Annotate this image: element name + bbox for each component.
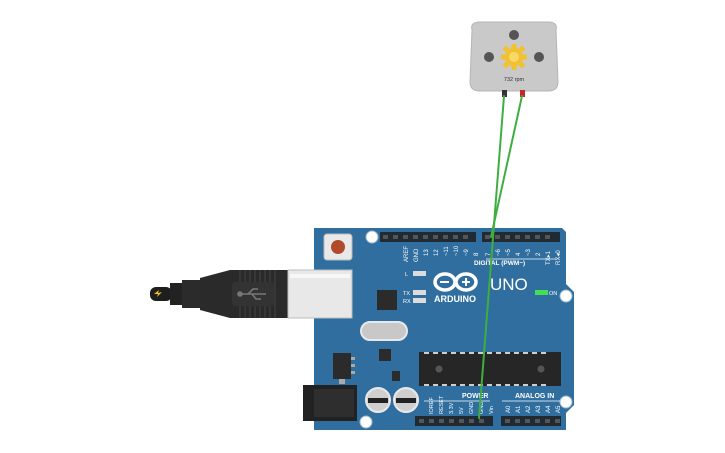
digital-pin-labels: AREF GND 13 12 ~11 ~10 ~9 8 7 ~6 ~5 4 ~3… — [404, 245, 562, 265]
pin-label: ~5 — [506, 248, 512, 256]
wire-green[interactable] — [490, 95, 523, 238]
mounting-hole — [559, 395, 573, 409]
motor-screw — [484, 52, 494, 62]
dc-motor[interactable]: 732 rpm — [469, 21, 559, 97]
pin-label: GND — [469, 402, 475, 414]
capacitor — [393, 387, 419, 413]
pin-label: 12 — [434, 249, 440, 256]
voltage-regulator — [333, 353, 355, 384]
motor-screw — [534, 52, 544, 62]
reset-button[interactable] — [323, 233, 353, 261]
arduino-logo — [433, 272, 478, 292]
mounting-hole — [359, 415, 373, 429]
pin-label: A4 — [546, 405, 552, 413]
pin-label: A5 — [556, 405, 562, 413]
pin-label: Vin — [489, 406, 495, 414]
pin-label: TX▸1 — [546, 250, 552, 265]
analog-label: ANALOG IN — [515, 393, 554, 400]
uno-model: UNO — [490, 275, 528, 294]
pin-label: 2 — [536, 252, 542, 256]
small-chip — [379, 349, 391, 361]
pin-label: ~11 — [444, 246, 450, 256]
motor-terminal-positive[interactable] — [520, 90, 525, 97]
motor-screw — [509, 30, 519, 40]
pin-label: A2 — [526, 405, 532, 413]
analog-pin-labels: A0 A1 A2 A3 A4 A5 — [506, 405, 562, 413]
small-chip — [392, 371, 400, 381]
crystal-oscillator — [360, 321, 408, 341]
pin-label: ~3 — [526, 248, 532, 256]
pin-label: ~9 — [464, 248, 470, 256]
pin-label: A0 — [506, 405, 512, 413]
pin-label: RESET — [439, 395, 445, 414]
wire-green[interactable] — [478, 95, 505, 419]
pin-label: 4 — [516, 252, 522, 256]
pin-label: 8 — [474, 252, 480, 256]
pin-label: 13 — [424, 249, 430, 256]
pin-label: 7 — [486, 252, 492, 256]
pin-label: ~10 — [454, 245, 460, 256]
lightning-icon — [154, 290, 162, 297]
pin-label: ~6 — [496, 248, 502, 256]
usb-icon — [237, 288, 266, 300]
l-led-label: L — [405, 272, 408, 278]
motor-terminal-negative[interactable] — [502, 90, 507, 97]
mounting-hole — [365, 230, 379, 244]
pin-label: IOREF — [429, 397, 435, 414]
rx-led — [413, 298, 426, 303]
analog-header[interactable] — [501, 416, 561, 426]
rx-led-label: RX — [403, 299, 411, 305]
pin-label: GND — [414, 248, 420, 262]
on-label: ON — [549, 291, 557, 297]
pin-label: 3.3V — [449, 402, 455, 414]
power-pin-labels: IOREF RESET 3.3V 5V GND GND Vin — [429, 395, 495, 414]
pin-label: A1 — [516, 405, 522, 413]
mounting-hole — [559, 289, 573, 303]
usb-cable[interactable] — [150, 270, 288, 318]
motor-rpm-readout: 732 rpm — [504, 77, 525, 83]
power-led — [535, 290, 548, 295]
atmega-chip — [419, 352, 561, 386]
pin-label: GND — [479, 402, 485, 414]
tx-led-label: TX — [403, 291, 410, 297]
tx-led — [413, 290, 426, 295]
pin-label: A3 — [536, 405, 542, 413]
pin-label: RX◂0 — [556, 250, 562, 265]
digital-header[interactable] — [380, 232, 560, 242]
pin-label: 5V — [459, 407, 465, 414]
power-header[interactable] — [415, 416, 493, 426]
l-led — [413, 271, 426, 276]
arduino-brand: ARDUINO — [434, 294, 476, 304]
power-jack[interactable] — [303, 385, 357, 421]
power-label: POWER — [462, 393, 488, 400]
usb-chip — [377, 290, 397, 310]
gear-icon — [501, 44, 527, 70]
capacitor — [365, 387, 391, 413]
digital-label: DIGITAL (PWM~) — [474, 260, 525, 267]
pin-label: AREF — [404, 246, 410, 262]
